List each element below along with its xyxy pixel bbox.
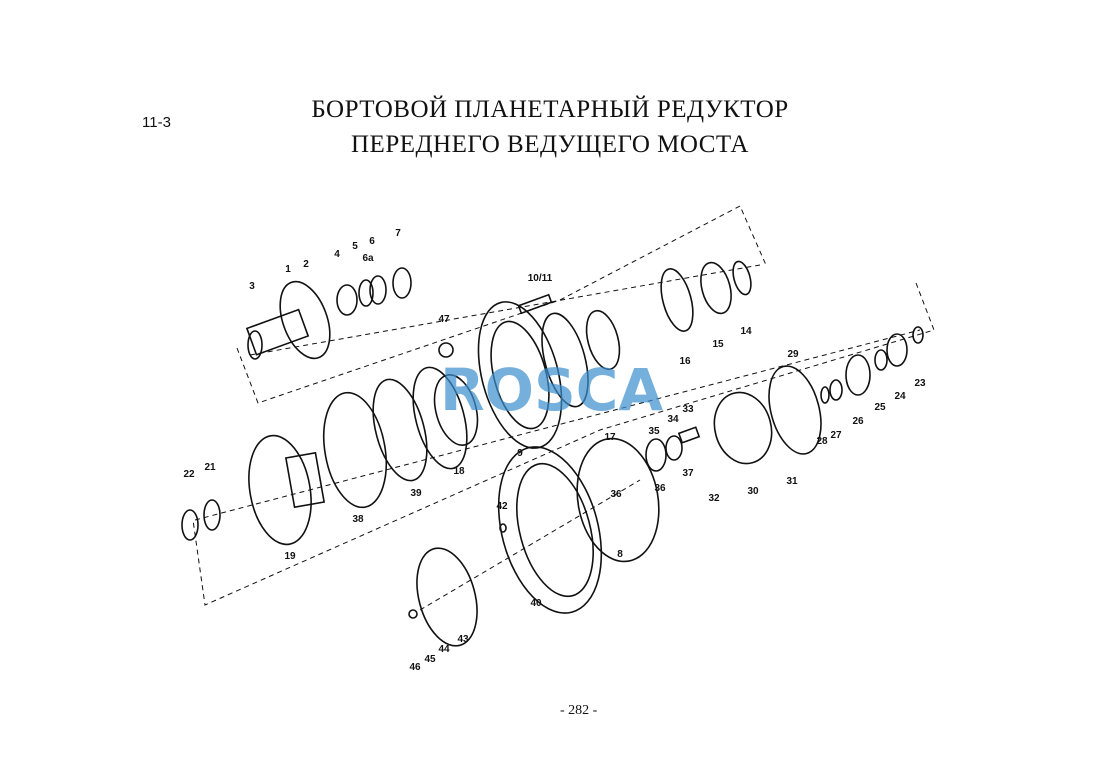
- assembly-outline-lower: [192, 282, 935, 606]
- ring-23-part: [912, 326, 924, 344]
- ring-16-part: [660, 268, 694, 332]
- watermark-logo: ROSCA: [440, 356, 663, 424]
- part-label: 18: [453, 466, 465, 477]
- title-line-2: ПЕРЕДНЕГО ВЕДУЩЕГО МОСТА: [351, 131, 749, 158]
- axis-line-cover: [419, 479, 641, 611]
- part-label: 14: [740, 326, 752, 337]
- part-label: 6a: [362, 253, 374, 264]
- part-label: 32: [708, 493, 720, 504]
- ring-21-part: [203, 499, 221, 531]
- part-label: 5: [352, 241, 358, 252]
- part-labels: 3 1 2 4 5 6a 6 7 10/11 47 16 15 14 17 9 …: [183, 228, 926, 673]
- part-label: 21: [204, 462, 216, 473]
- part-label: 9: [517, 448, 523, 459]
- part-label: 25: [874, 402, 886, 413]
- part-label: 4: [334, 249, 340, 260]
- part-label: 30: [747, 486, 759, 497]
- bearing-15-part: [700, 261, 732, 315]
- part-label: 39: [410, 488, 422, 499]
- part-label: 35: [648, 426, 660, 437]
- planet-carrier-9-part: [477, 301, 589, 449]
- cover-40-part: [497, 446, 603, 614]
- section-code: 11-3: [142, 114, 171, 131]
- part-label: 27: [830, 430, 842, 441]
- bearing-24-part: [886, 333, 908, 367]
- snap-ring-38-part: [322, 391, 388, 509]
- needle-bearing-34-part: [665, 435, 683, 461]
- part-label: 40: [530, 598, 542, 609]
- ring-5-part: [358, 279, 374, 307]
- bearing-4-part: [336, 284, 358, 316]
- ring-22-part: [181, 509, 199, 541]
- part-label: 34: [667, 414, 679, 425]
- part-label: 37: [682, 468, 694, 479]
- part-label: 46: [409, 662, 421, 673]
- part-label: 43: [457, 634, 469, 645]
- part-label: 16: [679, 356, 691, 367]
- part-label: 23: [914, 378, 926, 389]
- bearing-18-part: [433, 374, 479, 446]
- part-label: 42: [496, 501, 508, 512]
- washer-28-part: [820, 386, 830, 404]
- part-label: 44: [438, 644, 450, 655]
- part-label: 31: [786, 476, 798, 487]
- part-label: 10/11: [528, 273, 553, 284]
- assembly-outline-upper: [236, 205, 767, 404]
- cover-43-part: [416, 547, 478, 647]
- part-label: 36: [610, 489, 622, 500]
- pin-33-part: [677, 426, 701, 444]
- part-label: 2: [303, 259, 309, 270]
- page-number: - 282 -: [560, 703, 598, 718]
- ring-6-part: [369, 275, 387, 305]
- plug-42-part: [499, 523, 507, 533]
- part-label: 1: [285, 264, 291, 275]
- part-label: 6: [369, 236, 375, 247]
- hub-shaft-part: [245, 280, 331, 360]
- plug-46-part: [408, 609, 418, 619]
- part-label: 29: [787, 349, 799, 360]
- part-label: 15: [712, 339, 724, 350]
- part-label: 36: [654, 483, 666, 494]
- axis-line-lower: [194, 329, 921, 521]
- part-label: 24: [894, 391, 906, 402]
- bearing-29-part: [768, 365, 822, 455]
- bolt-10-11-part: [517, 293, 553, 315]
- part-label: 26: [852, 416, 864, 427]
- part-label: 3: [249, 281, 255, 292]
- sun-gear-19-part: [248, 434, 326, 546]
- part-label: 7: [395, 228, 401, 239]
- seal-7-part: [392, 267, 412, 299]
- ring-25-part: [874, 349, 888, 371]
- ring-gear-39-part: [372, 366, 468, 482]
- part-label: 19: [284, 551, 296, 562]
- part-label: 45: [424, 654, 436, 665]
- ring-14-part: [732, 260, 752, 296]
- planet-gear-35-part: [645, 438, 667, 472]
- part-label: 28: [816, 436, 828, 447]
- o-ring-8-part: [576, 437, 660, 563]
- part-label: 47: [438, 314, 450, 325]
- bearing-17-part: [585, 309, 621, 371]
- title-line-1: БОРТОВОЙ ПЛАНЕТАРНЫЙ РЕДУКТОР: [311, 96, 789, 123]
- part-label: 8: [617, 549, 623, 560]
- part-label: 33: [682, 404, 694, 415]
- part-label: 22: [183, 469, 195, 480]
- part-label: 17: [604, 432, 616, 443]
- nut-47-part: [438, 342, 454, 358]
- gear-26-part: [845, 354, 871, 396]
- carrier-30-part: [713, 391, 773, 465]
- part-label: 38: [352, 514, 364, 525]
- washer-27-part: [829, 379, 843, 401]
